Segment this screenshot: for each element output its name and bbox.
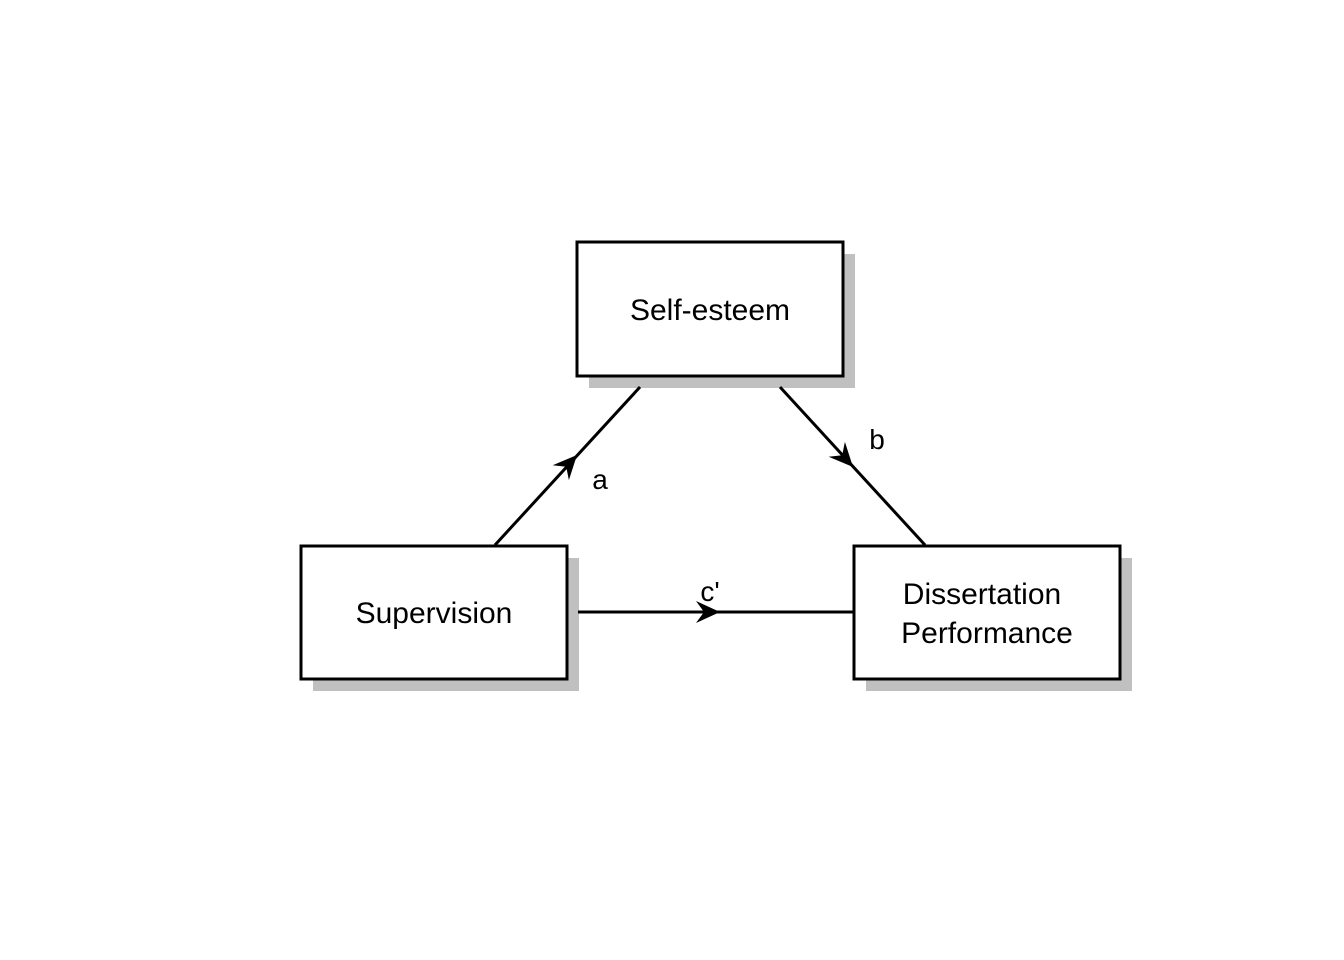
edge-c-prime-arrowhead: [696, 601, 720, 623]
edge-c-prime-label: c': [700, 576, 719, 607]
edge-a-arrowhead: [552, 455, 577, 481]
outcome-node: Dissertation Performance: [852, 544, 1132, 691]
edge-a-label: a: [592, 464, 608, 495]
outcome-label-line-1: Dissertation: [903, 578, 1061, 611]
edge-b: b: [778, 385, 927, 547]
outcome-label-line-2: Performance: [901, 617, 1073, 650]
edge-a: a: [493, 385, 642, 547]
mediator-node: Self-esteem: [575, 240, 855, 388]
edge-b-label: b: [869, 424, 885, 455]
edge-b-arrowhead: [828, 441, 853, 467]
predictor-node: Supervision: [299, 544, 579, 691]
predictor-node-box: [299, 544, 569, 681]
edge-c-prime: c': [578, 576, 853, 623]
predictor-label: Supervision: [356, 597, 513, 630]
outcome-node-box: [852, 544, 1122, 681]
mediator-label: Self-esteem: [630, 294, 790, 327]
mediator-node-box: [575, 240, 845, 378]
